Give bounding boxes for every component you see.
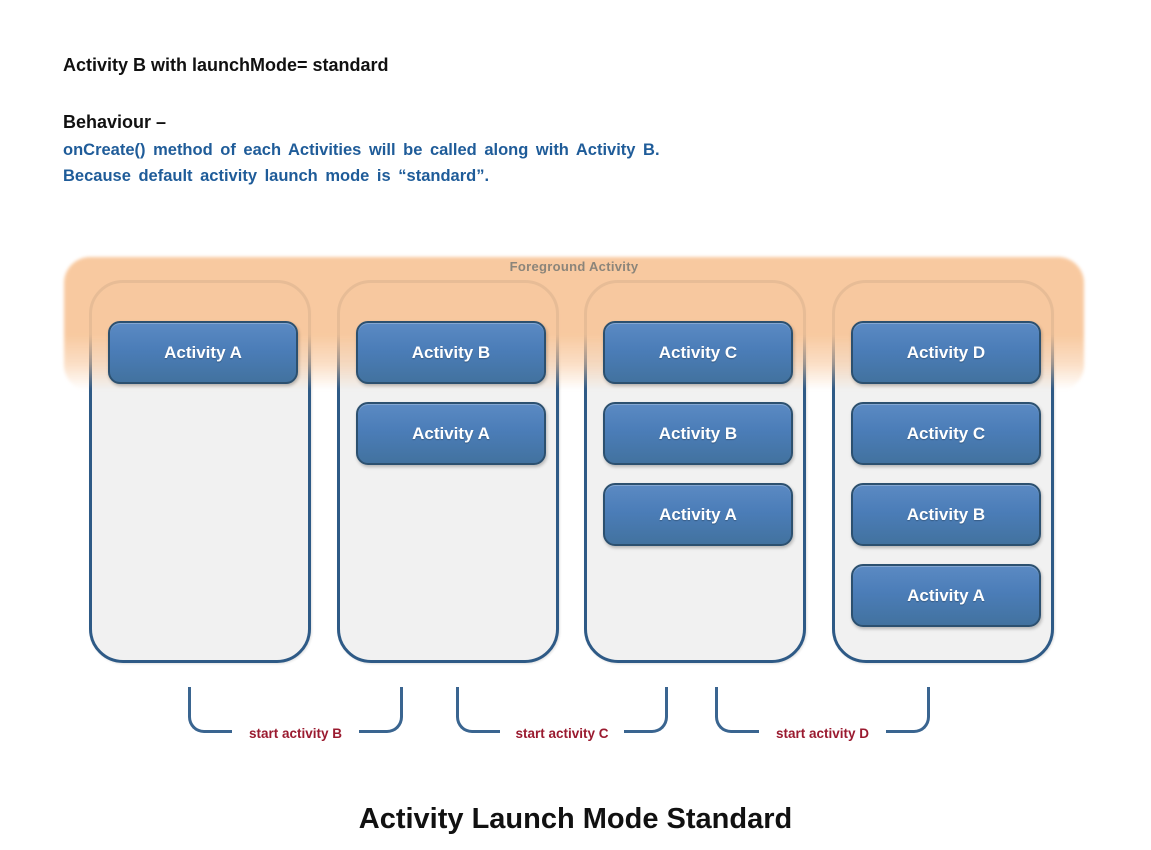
task-stack-3: Activity C Activity B Activity A: [584, 280, 806, 663]
activity-box: Activity B: [603, 402, 793, 465]
task-stack-1: Activity A: [89, 280, 311, 663]
bracket-left-hook: [456, 687, 500, 733]
transition-label: start activity D: [775, 726, 870, 741]
behaviour-heading: Behaviour –: [63, 112, 167, 132]
transition-start-activity-d: start activity D: [715, 687, 930, 741]
task-stack-2: Activity B Activity A: [337, 280, 559, 663]
foreground-activity-label: Foreground Activity: [509, 259, 639, 274]
behaviour-description-line2: Because default activity launch mode is …: [63, 167, 490, 185]
activity-box: Activity A: [108, 321, 298, 384]
bracket-right-hook: [886, 687, 930, 733]
activity-box: Activity C: [851, 402, 1041, 465]
activity-box: Activity D: [851, 321, 1041, 384]
bracket-left-hook: [188, 687, 232, 733]
activity-box: Activity C: [603, 321, 793, 384]
activity-box: Activity B: [851, 483, 1041, 546]
bracket-right-hook: [359, 687, 403, 733]
page-title: Activity B with launchMode= standard: [63, 55, 389, 75]
activity-box: Activity A: [851, 564, 1041, 627]
task-stack-4: Activity D Activity C Activity B Activit…: [832, 280, 1054, 663]
bracket-left-hook: [715, 687, 759, 733]
behaviour-description-line1: onCreate() method of each Activities wil…: [63, 141, 660, 159]
activity-box: Activity B: [356, 321, 546, 384]
transition-start-activity-b: start activity B: [188, 687, 403, 741]
transition-start-activity-c: start activity C: [456, 687, 668, 741]
bracket-right-hook: [624, 687, 668, 733]
activity-box: Activity A: [356, 402, 546, 465]
activity-box: Activity A: [603, 483, 793, 546]
diagram-caption: Activity Launch Mode Standard: [358, 803, 793, 835]
transition-label: start activity C: [515, 726, 609, 741]
transition-label: start activity B: [248, 726, 343, 741]
